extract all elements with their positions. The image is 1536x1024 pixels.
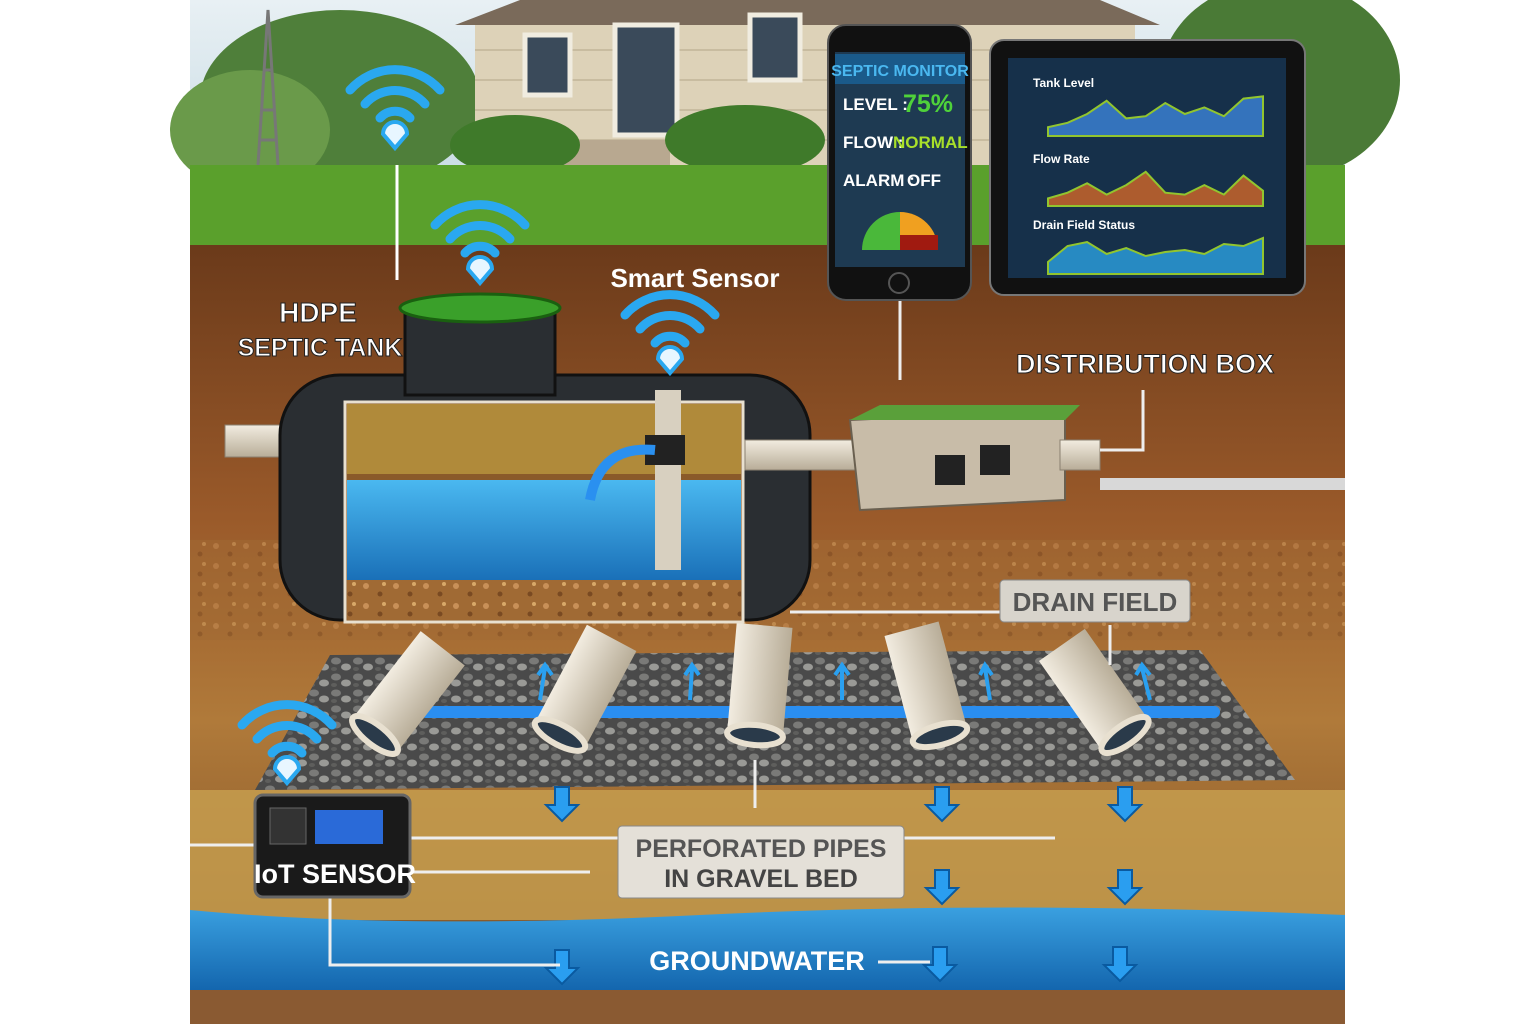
- iot-sensor-label: IoT SENSOR: [254, 859, 416, 889]
- drain-field-label: DRAIN FIELD: [1013, 587, 1178, 617]
- level-value: 75%: [903, 90, 953, 118]
- chart-title-drain-field-status: Drain Field Status: [1033, 218, 1135, 232]
- arrow-up-icon: [536, 661, 1152, 701]
- septic-tank: [224, 292, 812, 624]
- iot-sensor-device: [253, 793, 412, 899]
- hdpe-label: HDPE: [279, 297, 357, 328]
- effluent-line: [420, 706, 1220, 718]
- gravel-bed-label: IN GRAVEL BED: [664, 865, 858, 893]
- chart-title-flow-rate: Flow Rate: [1033, 152, 1090, 166]
- tablet-chart-area: [1047, 236, 1264, 275]
- groundwater-layer: [190, 907, 1345, 1000]
- bushes: [450, 105, 825, 175]
- flow-label: FLOW :: [843, 133, 903, 152]
- drain-field-badge: [999, 579, 1191, 623]
- smart-sensor-label: Smart Sensor: [610, 263, 779, 293]
- alarm-label: ALARM :: [843, 171, 915, 190]
- radio-tower: [256, 9, 280, 166]
- tablet: [989, 39, 1306, 296]
- phone-title: SEPTIC MONITOR: [831, 63, 969, 80]
- distribution-box: [848, 405, 1345, 512]
- groundwater-label: GROUNDWATER: [649, 946, 865, 976]
- level-label: LEVEL :: [843, 95, 908, 114]
- tablet-chart-area: [1047, 95, 1264, 137]
- chart-title-tank-level: Tank Level: [1033, 76, 1094, 90]
- flow-value: NORMAL: [893, 133, 968, 152]
- alarm-value: OFF: [907, 171, 941, 190]
- bedrock: [190, 990, 1345, 1024]
- perforated-pipes-badge: [617, 825, 905, 899]
- perforated-pipes: [349, 621, 1152, 757]
- perforated-pipes-label: PERFORATED PIPES: [636, 835, 887, 863]
- tablet-charts: [1047, 95, 1264, 275]
- tablet-chart-area: [1047, 170, 1264, 207]
- smartphone: [827, 24, 972, 301]
- septic-tank-label: SEPTIC TANK: [238, 334, 403, 362]
- distribution-box-label: DISTRIBUTION BOX: [1016, 349, 1274, 379]
